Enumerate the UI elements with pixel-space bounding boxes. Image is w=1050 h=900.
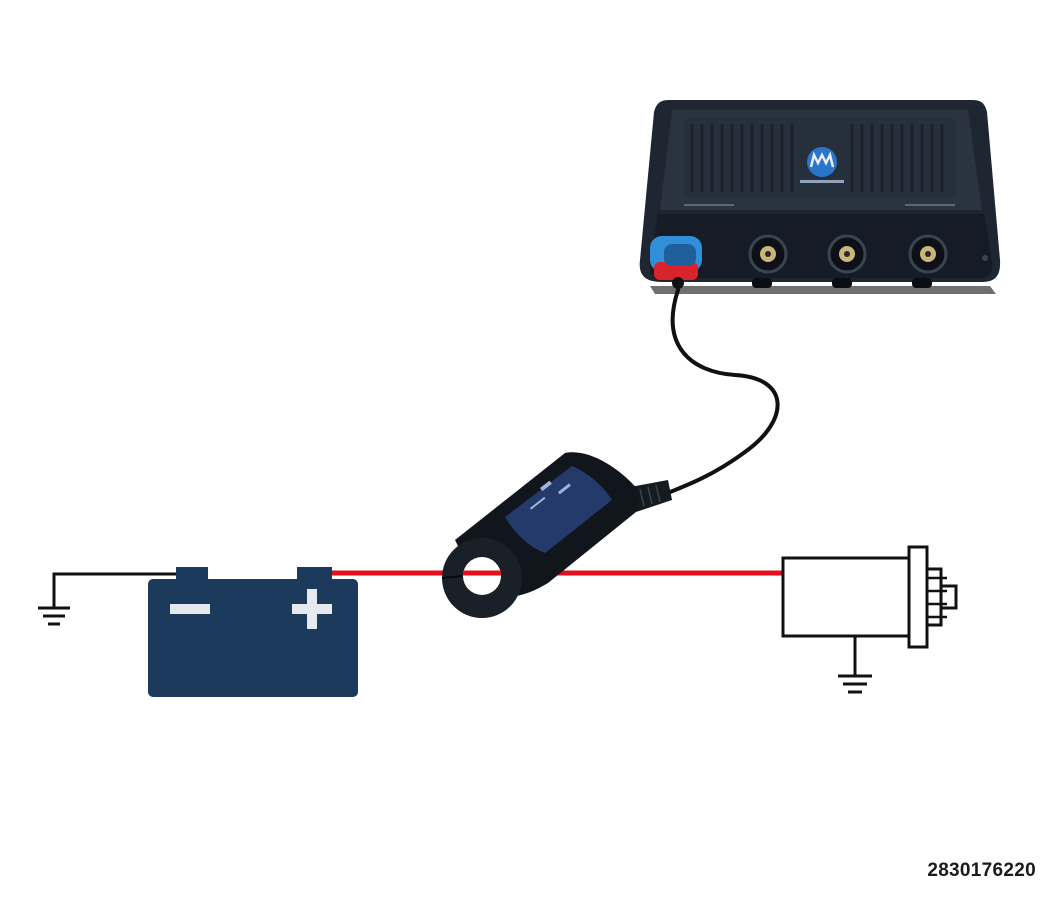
cable-strain-relief bbox=[630, 480, 672, 512]
starter-ground-icon bbox=[838, 636, 872, 694]
channel-port-icon bbox=[748, 234, 788, 274]
starter-motor-icon bbox=[781, 545, 958, 649]
channel-port-icon bbox=[827, 234, 867, 274]
probe-cable bbox=[648, 288, 780, 502]
current-clamp-icon bbox=[441, 452, 640, 618]
minus-icon bbox=[170, 604, 210, 614]
figure-reference-number: 2830176220 bbox=[927, 860, 1036, 881]
plus-icon bbox=[292, 589, 332, 629]
battery-ground-icon bbox=[38, 572, 183, 626]
oscilloscope-icon bbox=[639, 100, 1001, 294]
battery-icon bbox=[148, 567, 358, 697]
brand-logo-icon bbox=[800, 147, 844, 183]
channel-ports bbox=[748, 234, 988, 274]
probe-connector-icon bbox=[650, 236, 702, 289]
channel-port-icon bbox=[908, 234, 948, 274]
